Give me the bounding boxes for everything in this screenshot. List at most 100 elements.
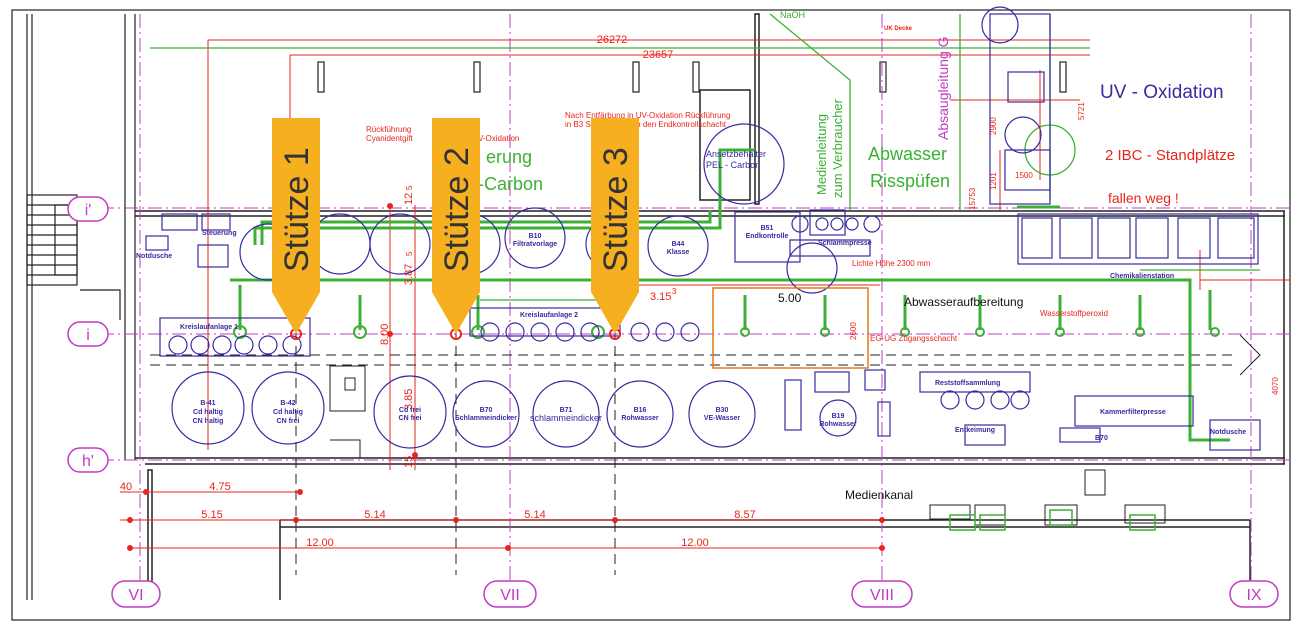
notdusche-label: Notdusche [136, 253, 172, 260]
zum-verbraucher-label: zum Verbraucher [830, 98, 845, 198]
dim-2600: 2600 [849, 322, 858, 340]
tank-b16-label: B16 [634, 407, 647, 414]
tank-b71-label: B71 [560, 407, 573, 414]
marker-stuetze-1-label: Stütze 1 [278, 147, 316, 272]
axis-label-IX: IX [1229, 580, 1279, 608]
top-pillars [317, 61, 1067, 93]
axis-label-i-prime: i' [67, 196, 109, 222]
fallen-weg-label: fallen weg ! [1108, 190, 1179, 206]
tank-b42-sub1: Cd haltig [273, 409, 303, 416]
medienkanal-blocks [949, 509, 1156, 531]
kreislaufanlage-1-label: Kreislaufanlage 1 [180, 324, 238, 331]
tank-b51-label: B51 [761, 225, 774, 232]
dim-15753: 15753 [968, 187, 977, 210]
dim-15: 15 [403, 456, 415, 468]
schlammpresse-label: Schlammpresse [818, 240, 872, 247]
wasserstoffperoxid-label: Wasserstoffperoxid [1040, 309, 1108, 318]
dim-12: 12 [403, 193, 415, 205]
tank-b42-sub2: CN frei [277, 418, 300, 425]
plan-frame [11, 9, 1291, 621]
tank-b19-label: B19 [832, 413, 845, 420]
svg-text:IX: IX [1246, 587, 1261, 604]
tank-b70-sub: Schlammeindicker [455, 415, 517, 422]
dim-5-14-b: 5.14 [524, 509, 545, 521]
dim-12-sup: 5 [405, 185, 414, 190]
marker-stuetze-1: Stütze 1 [272, 118, 320, 334]
marker-stuetze-3: Stütze 3 [591, 118, 639, 334]
tank-b70-label: B70 [480, 407, 493, 414]
marker-stuetze-3-label: Stütze 3 [597, 147, 635, 272]
axis-label-VIII: VIII [851, 580, 913, 608]
nach-label: NaOH [780, 10, 805, 20]
erung-label: erung [486, 147, 532, 167]
dim-3-85: 3.85 [403, 389, 415, 410]
svg-text:i': i' [85, 202, 92, 219]
dim-4-75: 4.75 [209, 481, 230, 493]
svg-text:VIII: VIII [870, 587, 894, 604]
b70-misc-label: B70 [1095, 435, 1108, 442]
dim-1500: 1500 [1015, 171, 1033, 180]
dim-12-00-b: 12.00 [681, 537, 709, 549]
centerline [150, 330, 1235, 575]
axis-label-VI: VI [111, 580, 161, 608]
marker-stuetze-2: Stütze 2 [432, 118, 480, 334]
notdusche-right-label: Notdusche [1210, 429, 1246, 436]
entkeimung-label: Entkeimung [955, 427, 995, 434]
left-walls [26, 14, 136, 600]
dim-3-15: 3.15 [650, 291, 671, 303]
kammerfilterpresse-label: Kammerfilterpresse [1100, 409, 1166, 416]
chemikalienstation-label: Chemikalienstation [1110, 273, 1174, 280]
axis-label-VII: VII [483, 580, 537, 608]
axis-label-i: i [67, 321, 109, 347]
tank-b41-label: B-41 [200, 400, 215, 407]
dim-4070: 4070 [1271, 377, 1280, 395]
tank-b30-sub: VE-Wasser [704, 415, 741, 422]
lichte-hoehe-label: Lichte Höhe 2300 mm [852, 259, 931, 268]
carbon-label: -Carbon [478, 174, 543, 194]
dim-40: 40 [120, 481, 132, 493]
abwasser-label: Abwasser [868, 144, 947, 164]
axis-lines [100, 14, 1290, 580]
dim-8-57: 8.57 [734, 509, 755, 521]
nach-entfaerbung-1: Nach Entfärbung in UV-Oxidation Rückführ… [565, 111, 730, 120]
tank-cd-frei-1: Cd frei [399, 407, 421, 414]
dim-12-00-a: 12.00 [306, 537, 334, 549]
marker-stuetze-2-label: Stütze 2 [438, 147, 476, 272]
dim-23657: 23657 [643, 49, 674, 61]
dim-2900: 2900 [989, 117, 998, 135]
tank-b16-sub: Rohwasser [621, 415, 659, 422]
kreislaufanlage-2-label: Kreislaufanlage 2 [520, 312, 578, 319]
green-nodes [233, 325, 1220, 339]
tank-b10-sub: Filtratvorlage [513, 241, 557, 248]
risspruefen-label: Risspüfen [870, 171, 950, 191]
svg-text:h': h' [82, 453, 94, 470]
medienkanal-label: Medienkanal [845, 488, 913, 502]
svg-text:VII: VII [500, 587, 520, 604]
tank-b42-label: B-42 [280, 400, 295, 407]
equipment-outlines [145, 6, 1261, 451]
nach-entfaerbung-2: in B3 Sandfiltration in den Endkontrolls… [565, 120, 727, 129]
tank-b71-sub: schlammeindicker [530, 413, 602, 423]
dim-5721: 5721 [1077, 102, 1086, 120]
dim-3-15-sup: 3 [672, 287, 677, 296]
tank-b41-sub2: CN haltig [193, 418, 224, 425]
uv-oxidation-label: UV - Oxidation [1100, 82, 1224, 103]
svg-text:i: i [86, 327, 90, 344]
tank-cd-frei-2: CN frei [399, 415, 422, 422]
dim-5-15: 5.15 [201, 509, 222, 521]
rueckfuehrung-1b: Cyanidentgift [366, 134, 413, 143]
reststoffsammlung-label: Reststoffsammlung [935, 380, 1000, 387]
dimension-lines [120, 39, 1290, 551]
tank-b30-label: B30 [716, 407, 729, 414]
tank-b44-sub: Klasse [667, 249, 690, 256]
absaugleitung-label: Absaugleitung G [935, 36, 951, 140]
axis-label-h-prime: h' [67, 447, 109, 473]
tank-b10-label: B10 [529, 233, 542, 240]
tank-b51-sub: Endkontrolle [746, 233, 789, 240]
rueckfuehrung-1: Rückführung [366, 125, 411, 134]
dim-5-00: 5.00 [778, 291, 802, 305]
svg-text:VI: VI [128, 587, 143, 604]
zugangsschacht-box [712, 287, 869, 369]
steuerung-label: Steuerung [202, 230, 237, 237]
